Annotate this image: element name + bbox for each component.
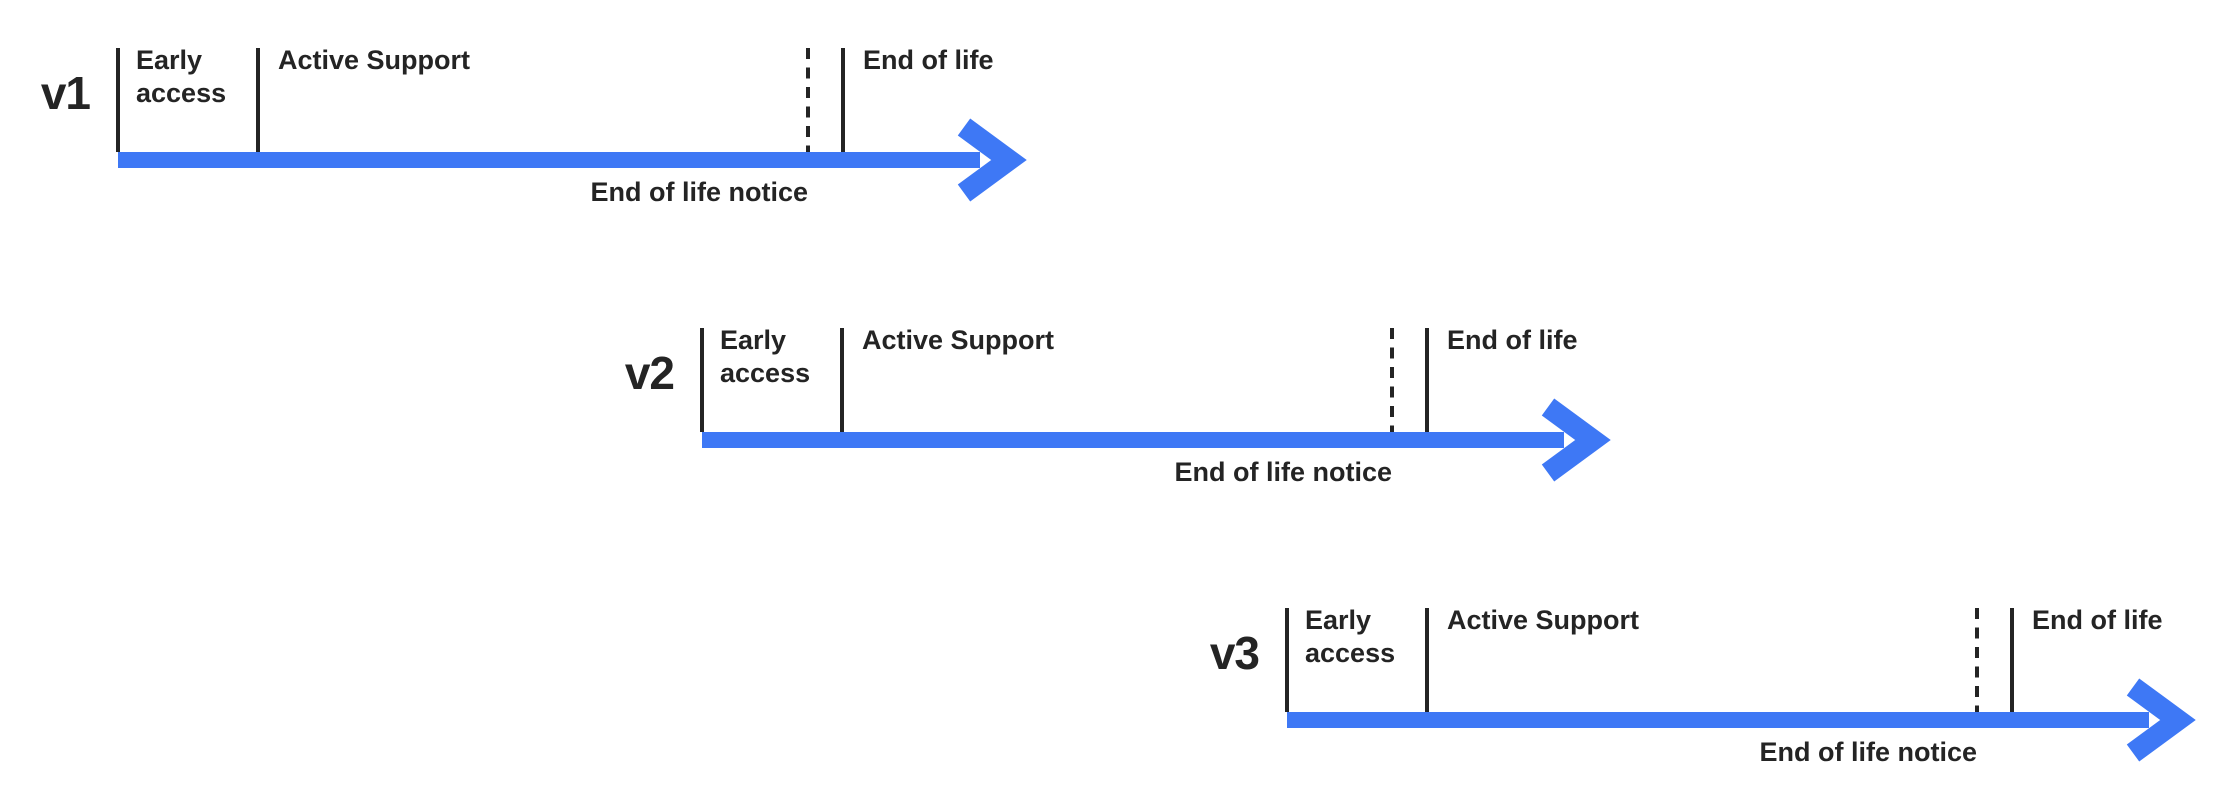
early-access-label: Early access — [720, 325, 811, 388]
timeline-geometry — [116, 48, 1027, 202]
timeline-row-v3: v3 Early access Active Support End of li… — [1137, 598, 2228, 793]
end-of-life-notice-label: End of life notice — [1174, 457, 1392, 487]
active-support-label: Active Support — [1447, 605, 1640, 635]
end-of-life-label: End of life — [863, 45, 994, 75]
timeline-geometry — [1285, 608, 2196, 762]
active-support-label: Active Support — [862, 325, 1055, 355]
arrow-head-icon — [1541, 398, 1611, 482]
version-label: v2 — [624, 347, 675, 399]
early-access-label: Early access — [1305, 605, 1396, 668]
timeline-row-v2: v2 Early access Active Support End of li… — [552, 318, 1672, 513]
timeline-row-v1: v1 Early access Active Support End of li… — [0, 38, 1088, 233]
end-of-life-notice-label: End of life notice — [590, 177, 808, 207]
arrow-head-icon — [2126, 678, 2196, 762]
arrow-head-icon — [957, 118, 1027, 202]
timeline-geometry — [700, 328, 1611, 482]
version-label: v3 — [1209, 627, 1260, 679]
version-label: v1 — [40, 67, 91, 119]
end-of-life-notice-label: End of life notice — [1759, 737, 1977, 767]
early-access-label: Early access — [136, 45, 227, 108]
end-of-life-label: End of life — [2032, 605, 2163, 635]
active-support-label: Active Support — [278, 45, 471, 75]
end-of-life-label: End of life — [1447, 325, 1578, 355]
